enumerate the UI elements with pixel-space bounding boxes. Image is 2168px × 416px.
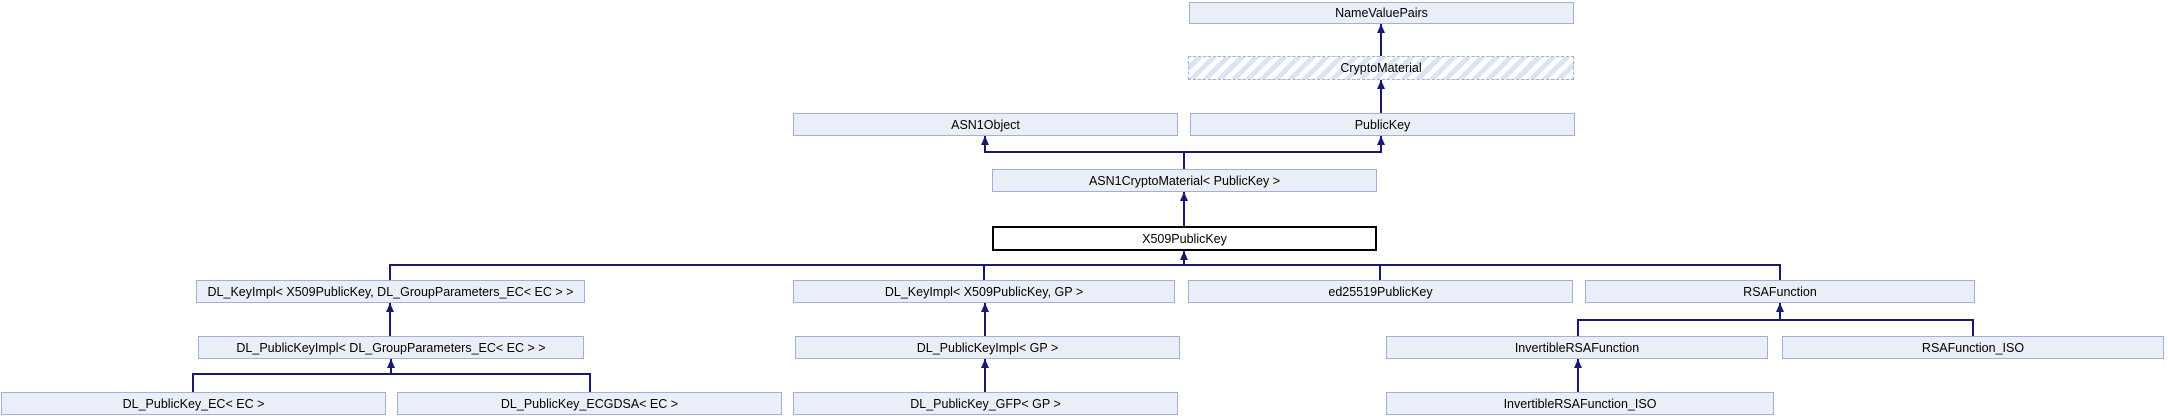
edge-segment [984, 359, 986, 392]
class-node-x509publickey-current: X509PublicKey [992, 226, 1377, 251]
arrow-up-icon [1776, 303, 1784, 312]
class-node-ed25519publickey[interactable]: ed25519PublicKey [1188, 280, 1573, 303]
class-node-rsafunction[interactable]: RSAFunction [1585, 280, 1975, 303]
arrow-up-icon [1377, 80, 1385, 89]
edge-segment [192, 373, 591, 375]
class-node-cryptomaterial: CryptoMaterial [1188, 56, 1574, 80]
edge-segment [1577, 359, 1579, 392]
edge-segment [192, 373, 194, 392]
arrow-up-icon [1180, 251, 1188, 260]
edge-segment [1577, 319, 1579, 336]
class-node-invertiblersafunction[interactable]: InvertibleRSAFunction [1386, 336, 1768, 359]
edge-segment [1183, 151, 1185, 169]
class-node-asn1cryptomaterial[interactable]: ASN1CryptoMaterial< PublicKey > [992, 169, 1377, 192]
edge-segment [389, 303, 391, 336]
arrow-up-icon [981, 303, 989, 312]
edge-segment [1379, 264, 1381, 280]
edge-segment [1380, 80, 1382, 113]
class-node-dl-publickeyimpl-gp[interactable]: DL_PublicKeyImpl< GP > [795, 336, 1180, 359]
arrow-up-icon [981, 359, 989, 368]
class-node-namevaluepairs[interactable]: NameValuePairs [1189, 2, 1574, 24]
class-node-dl-keyimpl-ec[interactable]: DL_KeyImpl< X509PublicKey, DL_GroupParam… [196, 280, 585, 303]
edge-segment [389, 264, 1781, 266]
edge-segment [984, 303, 986, 336]
edge-segment [389, 264, 391, 280]
class-node-invertiblersafunction-iso[interactable]: InvertibleRSAFunction_ISO [1386, 392, 1774, 415]
class-node-rsafunction-iso[interactable]: RSAFunction_ISO [1782, 336, 2164, 359]
class-node-asn1object[interactable]: ASN1Object [793, 113, 1178, 136]
edge-segment [1779, 303, 1781, 321]
arrow-up-icon [386, 303, 394, 312]
edge-segment [1577, 319, 1974, 321]
arrow-up-icon [1377, 136, 1385, 145]
edge-segment [1380, 24, 1382, 56]
class-node-publickey[interactable]: PublicKey [1190, 113, 1575, 136]
arrow-up-icon [387, 359, 395, 368]
edge-segment [1183, 192, 1185, 226]
class-node-dl-publickey-gfp[interactable]: DL_PublicKey_GFP< GP > [793, 392, 1178, 415]
arrow-up-icon [981, 136, 989, 145]
class-node-dl-publickeyimpl-ec[interactable]: DL_PublicKeyImpl< DL_GroupParameters_EC<… [198, 336, 584, 359]
edge-segment [1972, 319, 1974, 336]
edge-segment [1779, 264, 1781, 280]
class-node-dl-publickey-ecgdsa[interactable]: DL_PublicKey_ECGDSA< EC > [397, 392, 782, 415]
arrow-up-icon [1574, 359, 1582, 368]
edge-segment [589, 373, 591, 392]
class-node-dl-keyimpl-gp[interactable]: DL_KeyImpl< X509PublicKey, GP > [793, 280, 1175, 303]
arrow-up-icon [1180, 192, 1188, 201]
class-node-dl-publickey-ec[interactable]: DL_PublicKey_EC< EC > [1, 392, 386, 415]
edge-segment [983, 264, 985, 280]
arrow-up-icon [1377, 24, 1385, 33]
